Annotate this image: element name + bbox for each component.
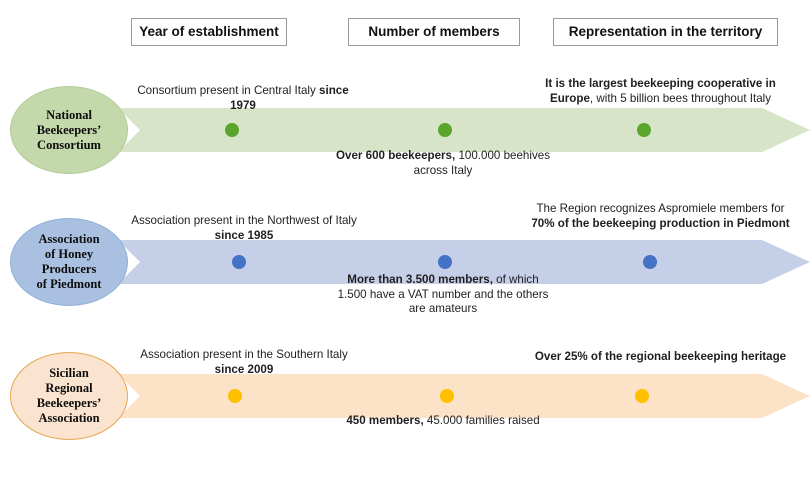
column-header-number-of-members: Number of members: [348, 18, 520, 46]
arrow-shape-icon: [118, 240, 810, 284]
note-year-row-1: Consortium present in Central Italy sinc…: [137, 84, 349, 112]
timeline-dot-territory: [643, 255, 657, 269]
timeline-arrow-row-3: [118, 374, 810, 418]
timeline-dot-territory: [635, 389, 649, 403]
column-header-year-of-establishment: Year of establishment: [131, 18, 287, 46]
timeline-dot-year: [225, 123, 239, 137]
timeline-arrow-row-1: [118, 108, 810, 152]
arrow-shape-icon: [118, 374, 810, 418]
timeline-dot-members: [438, 123, 452, 137]
note-year-row-2: Association present in the Northwest of …: [131, 214, 357, 242]
timeline-dot-territory: [637, 123, 651, 137]
organization-badge-label: National Beekeepers’ Consortium: [36, 107, 102, 152]
timeline-dot-year: [232, 255, 246, 269]
organization-badge-sicilian-regional-beekeepers-association: Sicilian Regional Beekeepers’ Associatio…: [10, 352, 128, 440]
timeline-arrow-row-2: [118, 240, 810, 284]
organization-badge-association-of-honey-producers-of-piedmont: Association of Honey Producers of Piedmo…: [10, 218, 128, 306]
timeline-row-sicilian-regional-beekeepers-association: Sicilian Regional Beekeepers’ Associatio…: [0, 344, 811, 484]
note-territory-row-1: It is the largest beekeeping cooperative…: [545, 77, 776, 105]
timeline-dot-members: [438, 255, 452, 269]
timeline-dot-members: [440, 389, 454, 403]
note-members-row-1: Over 600 beekeepers, 100.000 beehives ac…: [335, 149, 550, 177]
organization-badge-label: Sicilian Regional Beekeepers’ Associatio…: [36, 366, 102, 425]
timeline-row-national-beekeepers-consortium: National Beekeepers’ Consortium Consorti…: [0, 77, 811, 218]
note-territory-row-2: The Region recognizes Aspromiele members…: [531, 202, 790, 230]
timeline-dot-year: [228, 389, 242, 403]
organization-badge-label: Association of Honey Producers of Piedmo…: [36, 232, 102, 291]
column-header-representation-in-territory: Representation in the territory: [553, 18, 778, 46]
note-members-row-2: More than 3.500 members, of which 1.500 …: [337, 273, 549, 315]
note-members-row-3: 450 members, 45.000 families raised: [346, 414, 540, 427]
arrow-shape-icon: [118, 108, 810, 152]
note-year-row-3: Association present in the Southern Ital…: [140, 348, 348, 376]
organization-badge-national-beekeepers-consortium: National Beekeepers’ Consortium: [10, 86, 128, 174]
timeline-row-association-of-honey-producers-of-piedmont: Association of Honey Producers of Piedmo…: [0, 202, 811, 348]
note-territory-row-3: Over 25% of the regional beekeeping heri…: [534, 350, 787, 363]
